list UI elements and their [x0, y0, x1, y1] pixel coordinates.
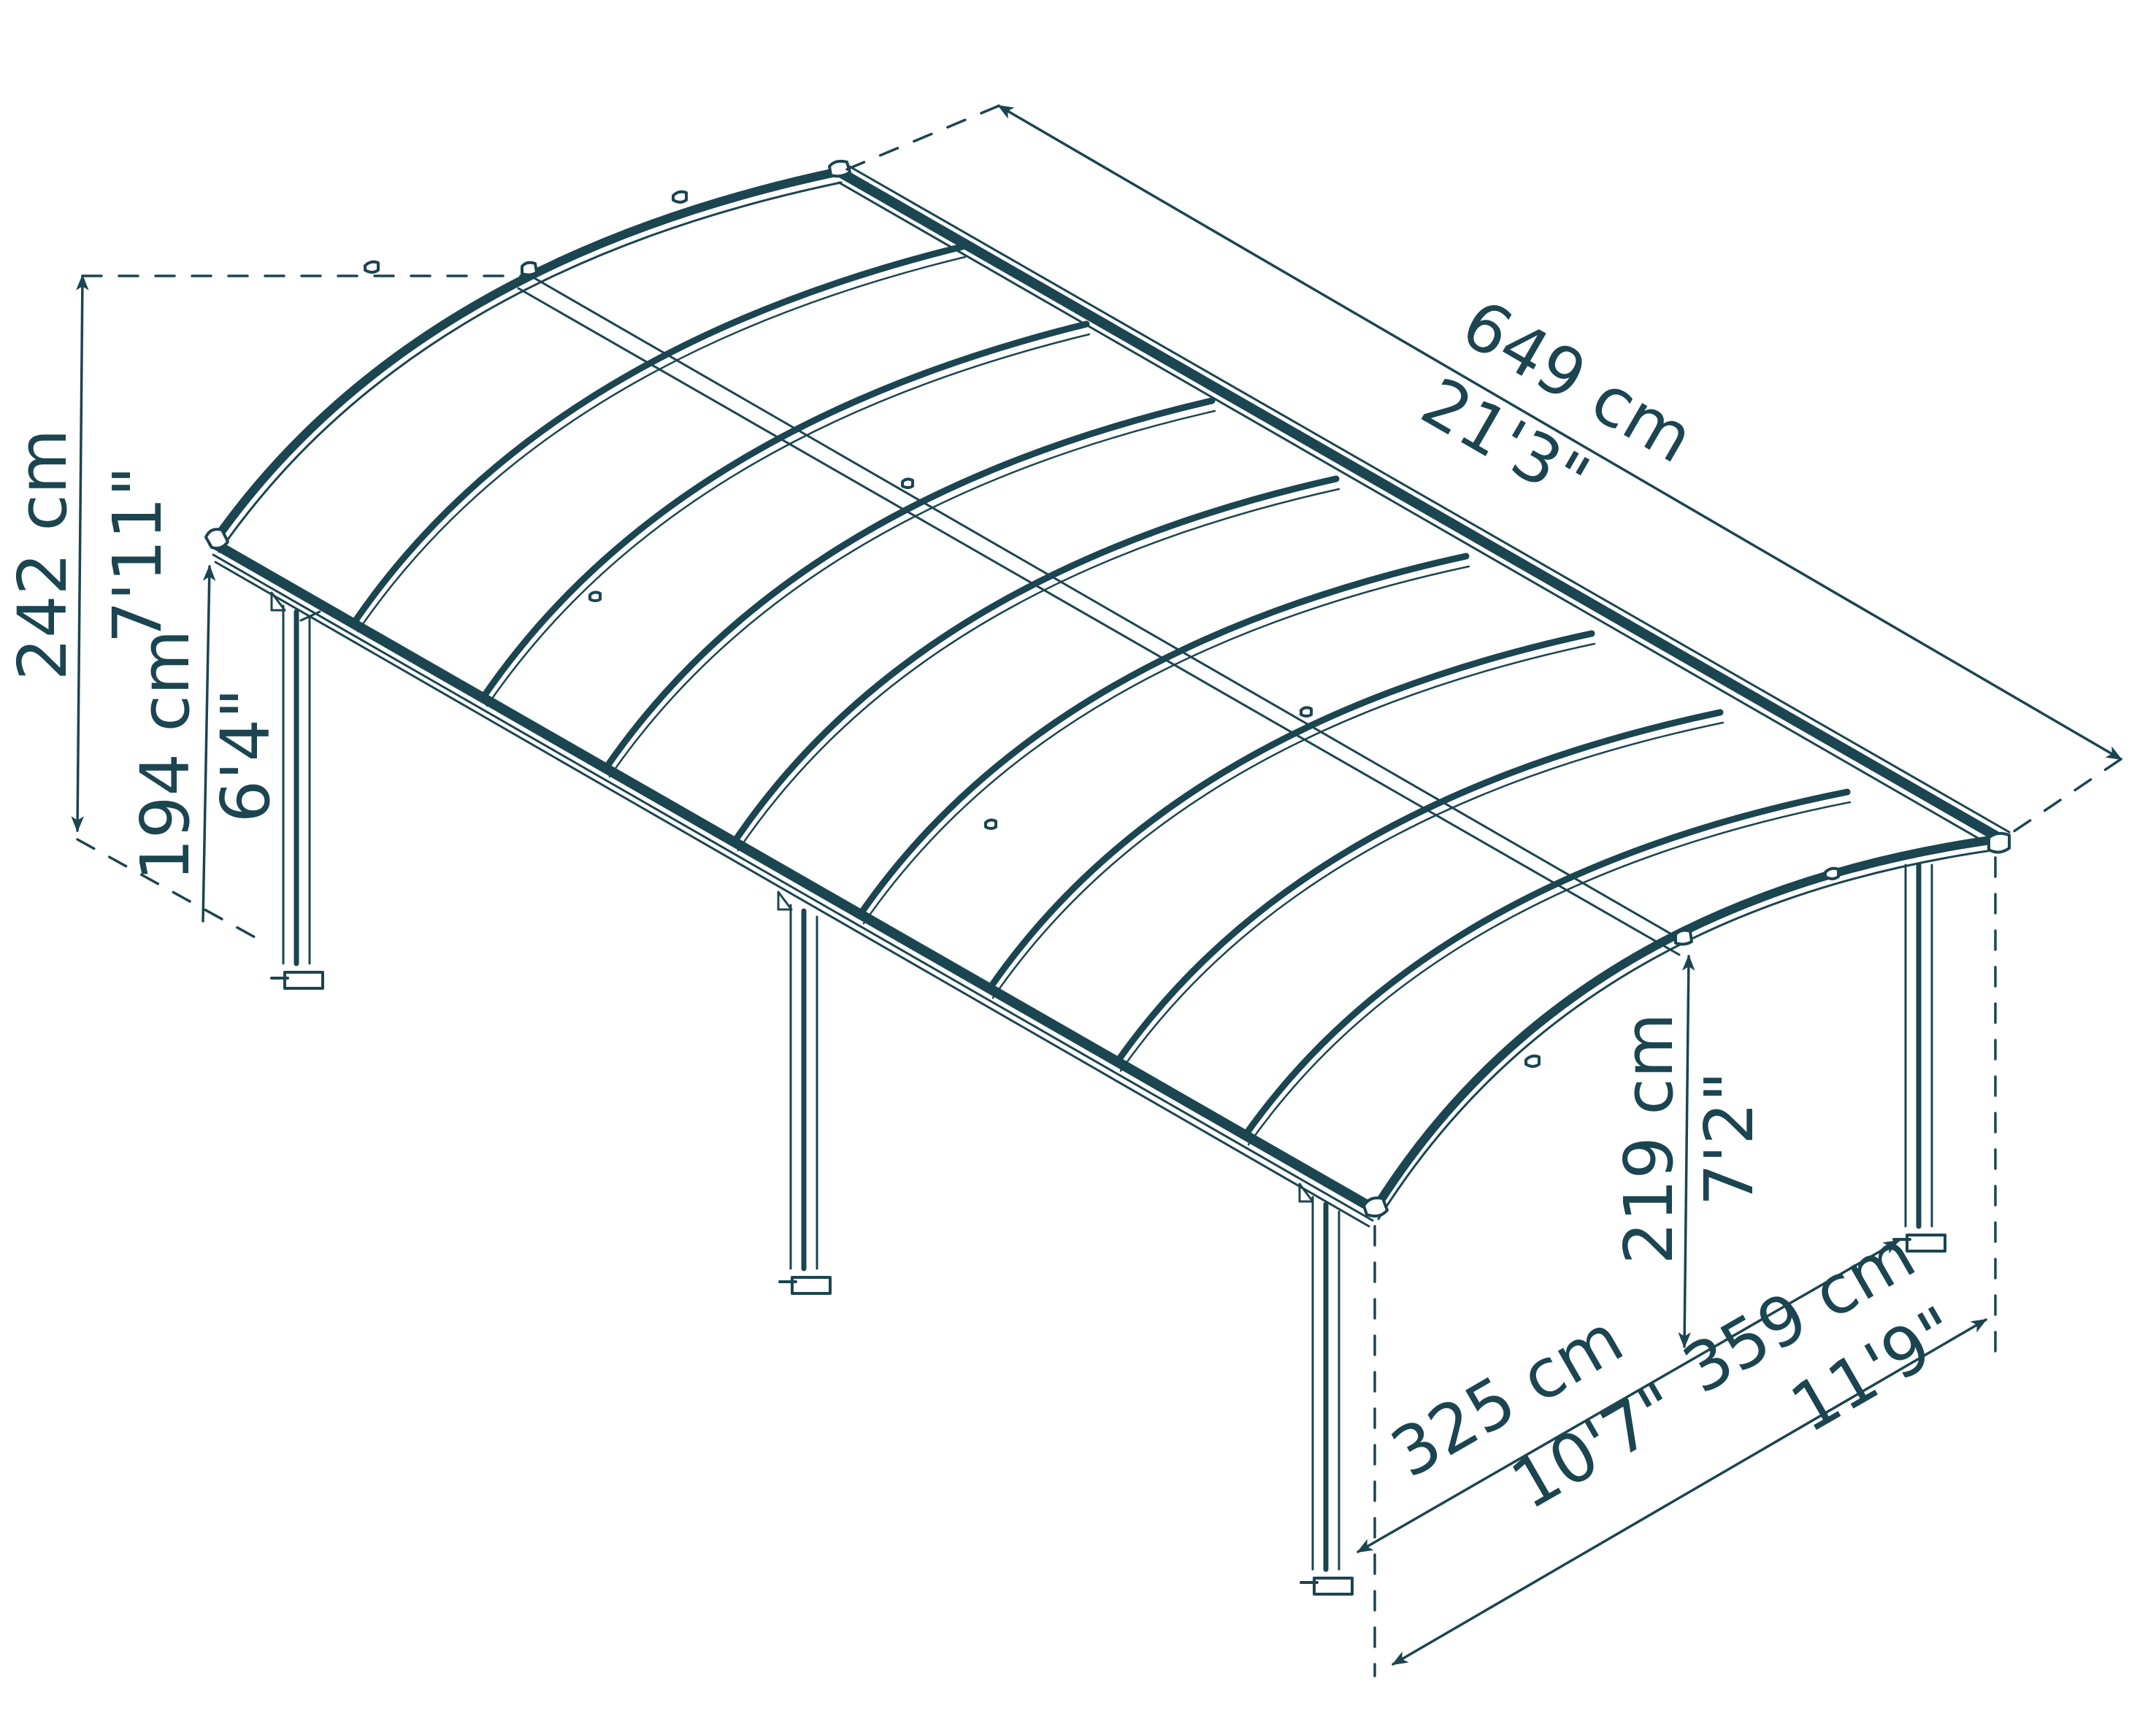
roof-connectors — [204, 159, 2011, 1218]
dim-length — [997, 104, 2122, 761]
label-eave-right-metric: 219 cm — [1610, 1012, 1688, 1264]
label-overall-height-metric: 242 cm — [4, 428, 82, 680]
posts — [270, 591, 1946, 1596]
label-overall-height-imperial: 7'11" — [99, 466, 177, 643]
left-end-arch — [209, 167, 843, 547]
dim-overall-width — [1392, 1318, 1987, 1666]
label-eave-left-metric: 194 cm — [126, 629, 204, 881]
back-beam — [834, 166, 2006, 844]
post-front-right — [1298, 1182, 1354, 1596]
right-end-arch — [1370, 834, 2005, 1214]
label-eave-left-imperial: 6'4" — [207, 688, 285, 823]
label-eave-right-imperial: 7'2" — [1690, 1072, 1768, 1207]
dim-eave-height-left — [202, 564, 216, 923]
post-back-right — [1892, 862, 1946, 1253]
dim-overall-height — [71, 274, 89, 833]
front-eave-beam — [208, 538, 1380, 1215]
post-front-left — [270, 591, 324, 990]
post-front-middle — [777, 891, 832, 1295]
dimension-lines — [71, 104, 2122, 1677]
roof — [204, 159, 2011, 1228]
